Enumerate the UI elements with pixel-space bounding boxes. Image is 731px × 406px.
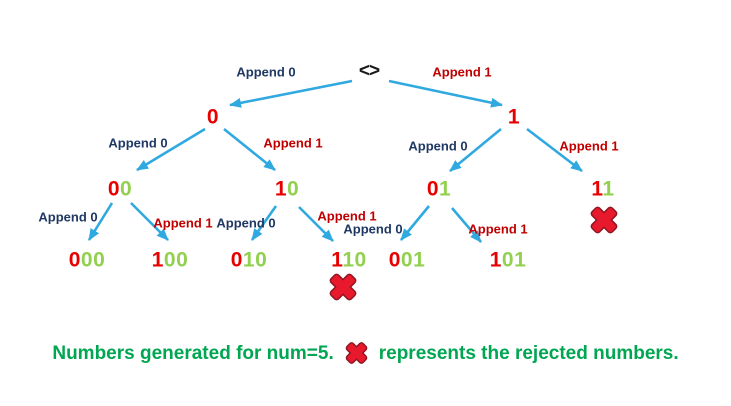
- node-digits-red: 1: [331, 248, 343, 272]
- node-digits-green: 00: [80, 248, 106, 272]
- node-digits-red: 0: [426, 177, 439, 201]
- reject-cross-icon: [590, 206, 618, 234]
- caption-text-before: Numbers generated for num=5.: [52, 342, 334, 364]
- edge-label-append0: Append 0: [216, 215, 276, 231]
- node-000: 000: [69, 250, 106, 271]
- edge-arrow-1-to-01: [449, 127, 502, 173]
- node-digits-red: 0: [206, 105, 220, 129]
- reject-cross-icon: [329, 273, 357, 301]
- edge-label-append0: Append 0: [236, 64, 296, 80]
- node-digits-green: 10: [342, 248, 367, 272]
- node-digits-green: 01: [400, 248, 426, 272]
- node-010: 010: [231, 250, 268, 271]
- node-01: 01: [427, 179, 451, 200]
- edge-arrow-01-to-101: [451, 207, 482, 243]
- edge-arrow-root-to-1: [388, 79, 503, 108]
- edge-label-append0: Append 0: [38, 209, 98, 225]
- node-digits-green: 0: [120, 177, 133, 201]
- edge-label-append1: Append 1: [153, 215, 213, 231]
- node-digits-green: 01: [501, 248, 527, 272]
- node-digits-red: 0: [388, 248, 401, 272]
- node-digits-red: 1: [151, 248, 164, 272]
- edge-label-append1: Append 1: [559, 138, 619, 154]
- node-001: 001: [389, 250, 426, 271]
- caption: Numbers generated for num=5. represents …: [0, 341, 731, 365]
- node-root: <>: [358, 60, 380, 82]
- node-110: 110: [331, 250, 366, 271]
- edge-label-append1: Append 1: [317, 208, 377, 224]
- edge-arrow-00-to-100: [130, 202, 169, 241]
- node-1: 1: [508, 107, 520, 128]
- caption-text-after: represents the rejected numbers.: [378, 342, 679, 364]
- reject-cross-icon: [345, 342, 368, 364]
- node-digits-green: 0: [287, 177, 300, 201]
- edge-arrow-0-to-10: [223, 127, 276, 172]
- node-11: 11: [591, 179, 614, 200]
- node-digits-green: 10: [242, 248, 268, 272]
- edge-arrow-01-to-001: [399, 205, 431, 241]
- edge-arrow-0-to-00: [136, 127, 206, 172]
- edge-label-append0: Append 0: [343, 221, 403, 237]
- edge-arrow-00-to-000: [87, 202, 114, 241]
- edge-label-append1: Append 1: [468, 221, 528, 237]
- node-digits-green: 00: [163, 248, 189, 272]
- edge-label-append0: Append 0: [108, 135, 168, 151]
- node-digits-red: 0: [230, 248, 243, 272]
- edge-arrow-10-to-010: [250, 205, 278, 241]
- node-digits-red: 0: [68, 248, 81, 272]
- node-101: 101: [490, 250, 527, 271]
- node-digits-red: 1: [489, 248, 502, 272]
- edge-label-append1: Append 1: [432, 64, 492, 80]
- node-100: 100: [152, 250, 189, 271]
- node-digits-green: 1: [439, 177, 452, 201]
- edge-arrow-root-to-0: [229, 79, 353, 108]
- node-digits-red: 1: [274, 177, 287, 201]
- node-digits-red: 1: [591, 177, 603, 201]
- edge-arrow-10-to-110: [298, 206, 334, 242]
- edge-arrow-1-to-11: [526, 127, 583, 173]
- node-root-label: <>: [358, 60, 380, 82]
- node-digits-green: 1: [602, 177, 615, 201]
- node-0: 0: [207, 107, 219, 128]
- node-digits-red: 0: [107, 177, 120, 201]
- edge-label-append1: Append 1: [263, 135, 323, 151]
- node-00: 00: [108, 179, 132, 200]
- node-digits-red: 1: [507, 105, 521, 129]
- node-10: 10: [275, 179, 299, 200]
- edge-label-append0: Append 0: [408, 138, 468, 154]
